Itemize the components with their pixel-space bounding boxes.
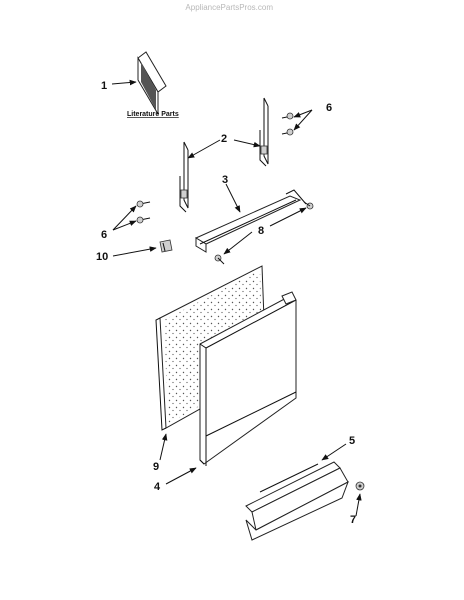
watermark: AppliancePartsPros.com <box>185 3 273 12</box>
leader-lines <box>111 79 362 517</box>
toe-panel-screw <box>355 481 365 491</box>
hinge-left <box>179 141 189 213</box>
door-clip <box>159 239 173 253</box>
toe-panel <box>245 461 349 541</box>
callout-4: 4 <box>154 481 161 493</box>
door-outer-panel <box>199 291 297 466</box>
callout-7: 7 <box>350 514 356 526</box>
callout-6-right: 6 <box>326 102 332 114</box>
callout-10: 10 <box>96 251 108 263</box>
callout-9: 9 <box>153 461 159 473</box>
callout-2: 2 <box>221 133 227 145</box>
literature-booklet <box>137 51 167 116</box>
callout-8: 8 <box>258 225 264 237</box>
screws-right <box>281 112 294 136</box>
callout-6-left: 6 <box>101 229 107 241</box>
callout-1: 1 <box>101 80 107 92</box>
rail-screws <box>214 201 314 265</box>
door-rail-assembly <box>194 189 307 253</box>
callout-3: 3 <box>222 174 228 186</box>
screws-left <box>136 200 151 224</box>
hinge-right <box>259 97 269 167</box>
literature-parts-label: Literature Parts <box>127 111 179 118</box>
callout-5: 5 <box>349 435 355 447</box>
